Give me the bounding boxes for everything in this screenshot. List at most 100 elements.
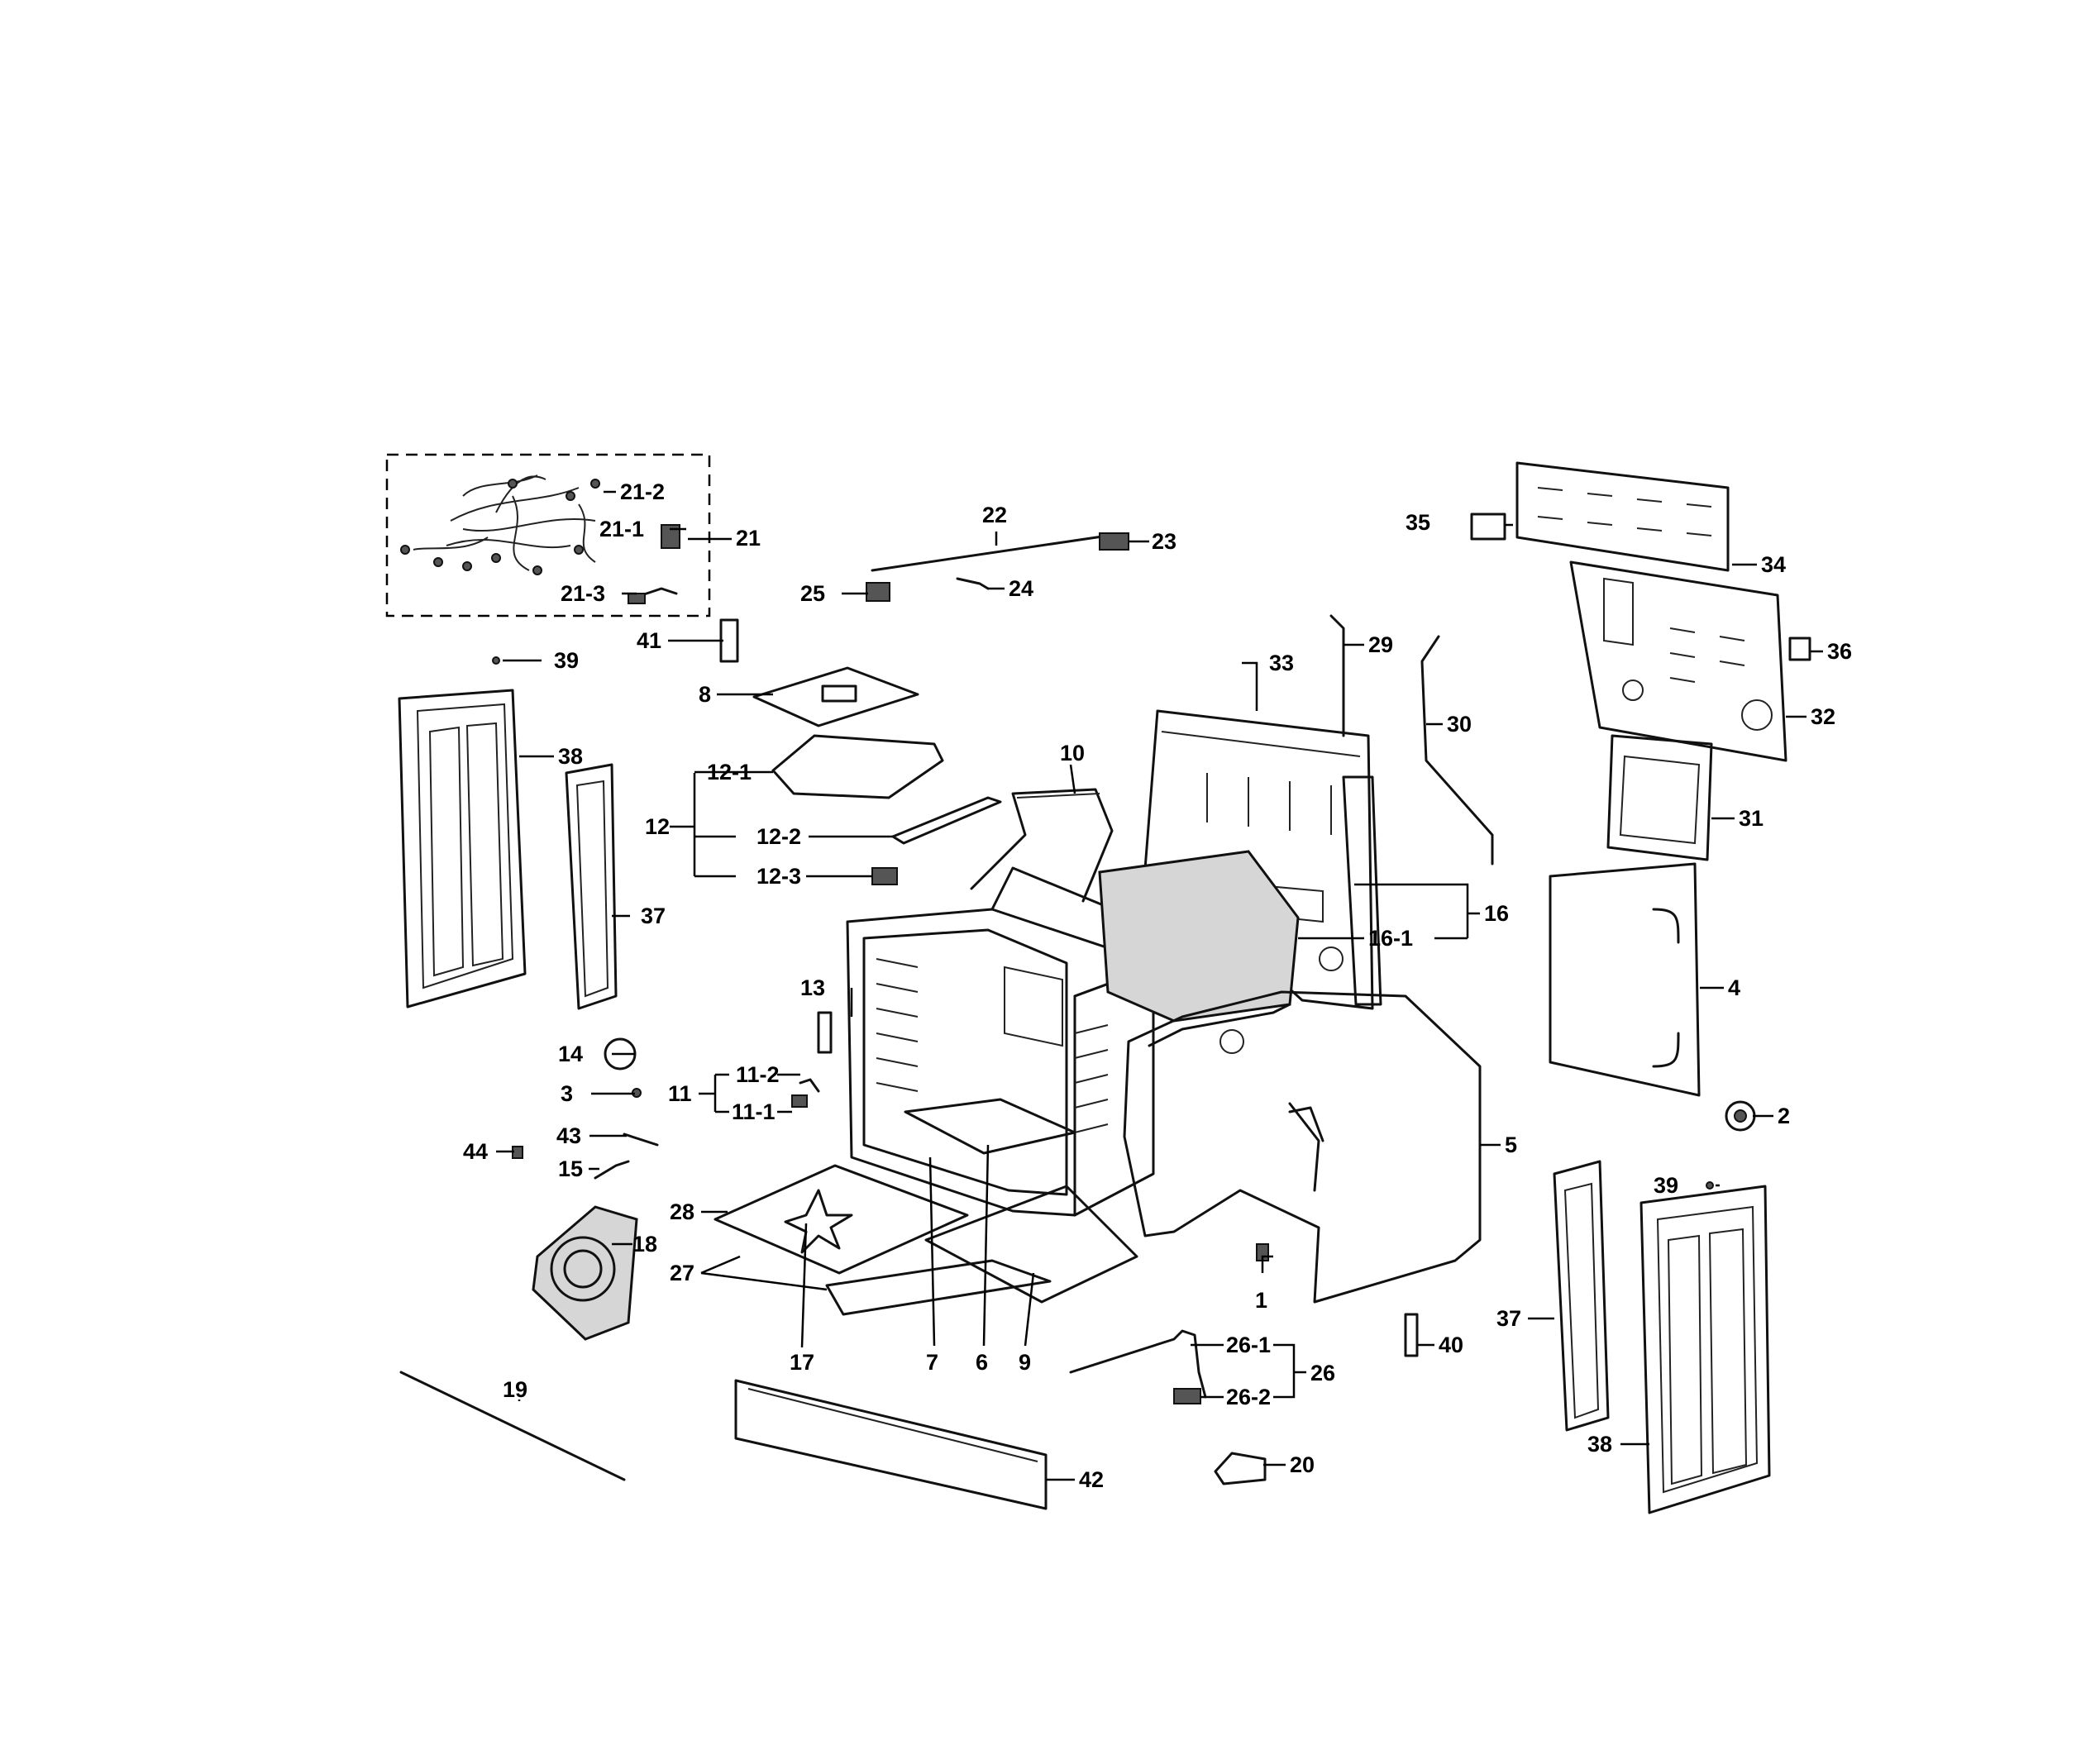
label-3: 3 <box>561 1081 573 1106</box>
label-24: 24 <box>1009 576 1033 601</box>
label-25: 25 <box>800 581 825 606</box>
label-42: 42 <box>1079 1467 1104 1492</box>
label-16-1: 16-1 <box>1368 926 1413 951</box>
label-15: 15 <box>558 1156 583 1181</box>
back-panel-32 <box>1569 560 1787 762</box>
rod-29 <box>1329 614 1345 737</box>
label-20: 20 <box>1290 1452 1315 1477</box>
side-bracket-37-right <box>1553 1160 1610 1432</box>
label-2: 2 <box>1778 1104 1790 1128</box>
label-32: 32 <box>1811 704 1835 729</box>
side-panel-38-left <box>398 689 527 1009</box>
label-26-1: 26-1 <box>1226 1333 1271 1357</box>
side-rail-16 <box>1342 775 1382 1006</box>
label-8: 8 <box>699 682 711 707</box>
sensor-rod-22 <box>871 534 1110 572</box>
label-12-3: 12-3 <box>756 864 801 889</box>
kick-panel-42 <box>734 1379 1048 1510</box>
clip-24 <box>956 577 990 590</box>
label-12-1: 12-1 <box>707 760 752 784</box>
label-36: 36 <box>1827 639 1852 664</box>
label-19: 19 <box>503 1377 527 1402</box>
label-21-3: 21-3 <box>561 581 605 606</box>
label-26: 26 <box>1310 1361 1335 1385</box>
label-33: 33 <box>1269 651 1294 675</box>
drawer-27 <box>825 1259 1052 1316</box>
label-18: 18 <box>632 1232 657 1256</box>
label-38-left: 38 <box>558 744 583 769</box>
clip-12-3 <box>871 867 898 885</box>
label-30: 30 <box>1447 712 1472 737</box>
bracket-25 <box>866 582 890 602</box>
label-16: 16 <box>1484 901 1509 926</box>
side-bracket-37-left <box>565 763 618 1010</box>
label-35: 35 <box>1406 510 1430 535</box>
label-11: 11 <box>668 1081 692 1106</box>
label-5: 5 <box>1505 1132 1517 1157</box>
label-4: 4 <box>1728 975 1740 1000</box>
label-17: 17 <box>790 1350 814 1375</box>
label-41: 41 <box>637 628 661 653</box>
label-14: 14 <box>558 1042 583 1066</box>
duct-12-1 <box>771 734 944 799</box>
label-11-2: 11-2 <box>736 1062 780 1087</box>
label-21: 21 <box>736 526 761 551</box>
label-40: 40 <box>1439 1333 1463 1357</box>
label-22: 22 <box>982 503 1007 527</box>
screw-39-left <box>492 656 500 665</box>
label-26-2: 26-2 <box>1226 1385 1271 1409</box>
label-27: 27 <box>670 1261 694 1285</box>
leader-lines <box>496 490 1823 1481</box>
back-panel-34 <box>1515 461 1730 572</box>
hinge-13 <box>817 1011 833 1054</box>
label-39-right: 39 <box>1654 1173 1678 1198</box>
part-15 <box>594 1160 630 1180</box>
broil-pan-28 <box>714 1164 969 1275</box>
part-26-2 <box>1173 1388 1201 1404</box>
wire-43 <box>623 1132 659 1147</box>
label-28: 28 <box>670 1199 694 1224</box>
screw-39-right <box>1706 1181 1714 1190</box>
cover-8 <box>752 666 919 727</box>
label-37-left: 37 <box>641 904 666 928</box>
rod-30 <box>1420 635 1494 865</box>
bottom-tray-9 <box>924 1185 1138 1304</box>
label-39-left: 39 <box>554 648 579 673</box>
outer-wrap-5 <box>1123 990 1482 1304</box>
label-12: 12 <box>645 814 670 839</box>
label-21-2: 21-2 <box>620 479 665 504</box>
label-44: 44 <box>463 1139 488 1164</box>
vent-box-31 <box>1606 734 1713 861</box>
wire-harness-group <box>385 453 711 618</box>
label-6: 6 <box>976 1350 988 1375</box>
rail-12-2 <box>891 796 1002 845</box>
fan-blade-17 <box>784 1189 853 1254</box>
top-cover-10 <box>970 788 1114 903</box>
label-12-2: 12-2 <box>756 824 801 849</box>
bracket-23 <box>1099 532 1129 551</box>
trim-19 <box>399 1371 626 1481</box>
label-37-right: 37 <box>1496 1306 1521 1331</box>
element-26-1 <box>1069 1329 1207 1399</box>
label-23: 23 <box>1152 529 1176 554</box>
label-31: 31 <box>1739 806 1764 831</box>
label-10: 10 <box>1060 741 1085 765</box>
bracket-36 <box>1788 637 1811 661</box>
bracket-40 <box>1404 1313 1419 1357</box>
label-21-1: 21-1 <box>599 517 644 541</box>
label-34: 34 <box>1761 552 1786 577</box>
callout-labels: 21-2 21-1 21 21-3 22 23 24 25 41 39 8 38… <box>463 479 1852 1492</box>
bracket-35 <box>1470 513 1506 541</box>
label-11-1: 11-1 <box>732 1099 776 1124</box>
foot-20 <box>1214 1452 1267 1485</box>
sensor-11-2 <box>799 1078 820 1093</box>
label-43: 43 <box>556 1123 581 1148</box>
back-cover-4 <box>1549 862 1701 1097</box>
side-panel-38-right <box>1639 1185 1771 1514</box>
label-13: 13 <box>800 975 825 1000</box>
sensor-11-1 <box>791 1094 808 1108</box>
fan-cover-18 <box>532 1205 638 1341</box>
label-7: 7 <box>926 1350 938 1375</box>
label-1: 1 <box>1255 1288 1267 1313</box>
